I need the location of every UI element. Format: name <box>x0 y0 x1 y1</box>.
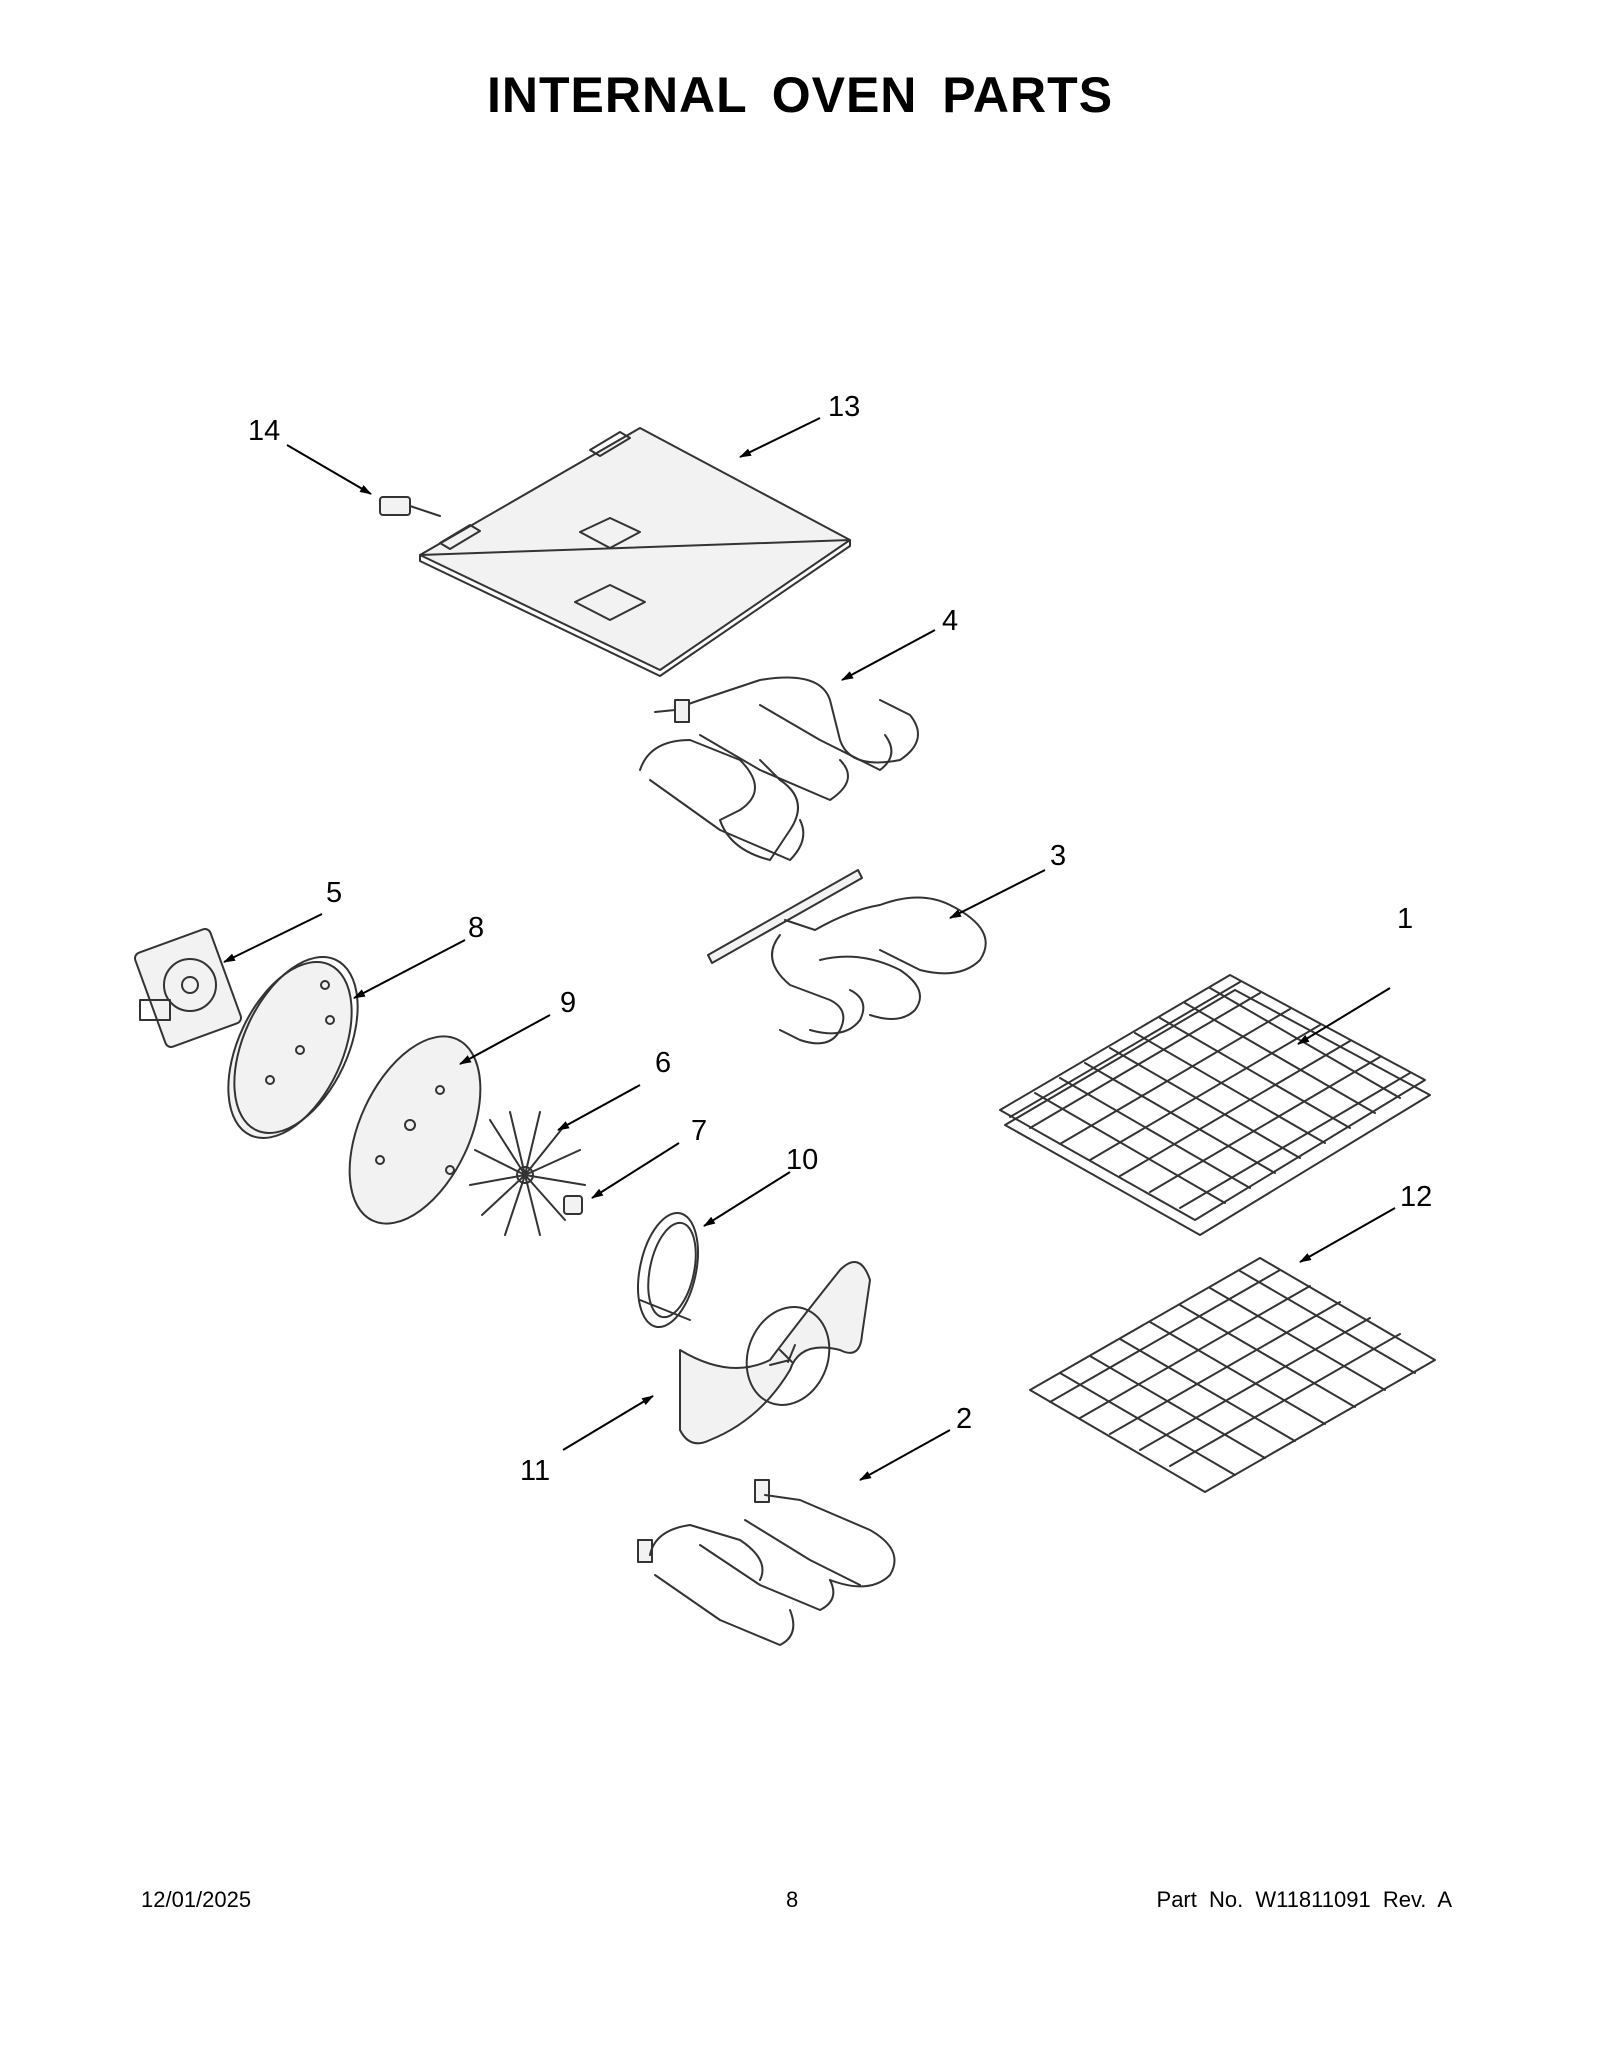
callout-1: 1 <box>1397 903 1413 935</box>
part-6-fan-blade <box>469 1111 586 1236</box>
callout-6: 6 <box>655 1047 671 1079</box>
callout-3: 3 <box>1050 840 1066 872</box>
callout-numbers: 14 13 4 3 1 5 8 9 6 7 10 12 11 2 <box>248 391 1432 1487</box>
callout-14: 14 <box>248 415 280 447</box>
part-13-panel <box>419 427 851 677</box>
callout-7: 7 <box>691 1115 707 1147</box>
part-9-plate <box>348 1035 482 1225</box>
callout-10: 10 <box>786 1144 818 1176</box>
page-title: INTERNAL OVEN PARTS <box>486 67 1114 123</box>
part-5-motor <box>134 928 242 1048</box>
part-4-broil-element <box>639 676 919 861</box>
part-7-nut <box>563 1195 583 1215</box>
footer-part-number: Part No. W11811091 Rev. A <box>1156 1887 1452 1912</box>
callout-12: 12 <box>1400 1181 1432 1213</box>
part-8-insulation-disk <box>227 956 359 1139</box>
part-10-convection-element <box>637 1211 699 1329</box>
callout-4: 4 <box>942 605 958 637</box>
footer-page-number: 8 <box>786 1887 799 1912</box>
part-14-screw <box>379 496 441 517</box>
callout-9: 9 <box>560 987 576 1019</box>
footer-date: 12/01/2025 <box>141 1887 252 1912</box>
part-2-bake-element <box>637 1479 896 1646</box>
callout-13: 13 <box>828 391 860 423</box>
part-11-fan-cover <box>679 1261 871 1445</box>
callout-5: 5 <box>326 877 342 909</box>
callout-11: 11 <box>520 1455 550 1487</box>
leader-lines <box>223 417 1396 1481</box>
callout-2: 2 <box>956 1403 972 1435</box>
part-12-rack <box>1029 1257 1436 1493</box>
part-1-rack <box>999 974 1431 1236</box>
part-3-element <box>707 869 987 1045</box>
callout-8: 8 <box>468 912 484 944</box>
